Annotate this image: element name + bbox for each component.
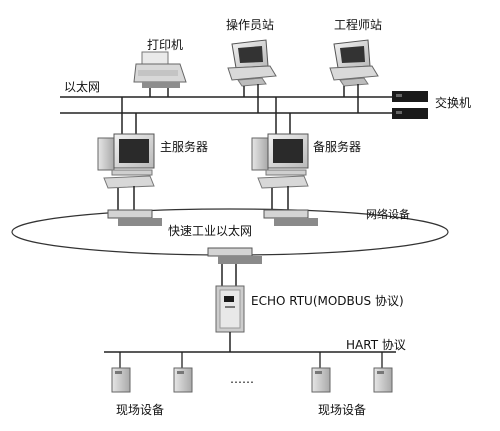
engineer-station-label: 工程师站 bbox=[334, 18, 383, 32]
field-device-icon-2 bbox=[173, 367, 193, 393]
network-device-icon-left bbox=[107, 209, 162, 226]
switch-icon bbox=[392, 91, 428, 119]
operator-station-label: 操作员站 bbox=[226, 18, 275, 32]
field-device-icon-3 bbox=[311, 367, 331, 393]
rtu-label: ECHO RTU(MODBUS 协议) bbox=[251, 294, 404, 308]
field-device-label-left: 现场设备 bbox=[116, 403, 165, 417]
network-device-icon-center bbox=[207, 247, 262, 264]
ellipsis-label: …… bbox=[230, 372, 254, 386]
field-device-icon-4 bbox=[373, 367, 393, 393]
printer-icon bbox=[133, 51, 187, 97]
main-server-label: 主服务器 bbox=[160, 140, 209, 154]
echo-rtu-icon bbox=[215, 285, 245, 352]
ethernet-label: 以太网 bbox=[64, 80, 101, 94]
engineer-station-icon bbox=[329, 39, 379, 113]
backup-server-label: 备服务器 bbox=[313, 140, 362, 154]
operator-station-icon bbox=[227, 39, 277, 113]
switch-label: 交换机 bbox=[435, 96, 472, 110]
hart-label: HART 协议 bbox=[346, 338, 406, 352]
network-device-icon-right bbox=[263, 209, 318, 226]
printer-label: 打印机 bbox=[147, 38, 184, 52]
fast-industrial-ethernet-label: 快速工业以太网 bbox=[168, 224, 253, 238]
main-server-icon bbox=[97, 97, 155, 210]
network-device-label: 网络设备 bbox=[366, 208, 410, 221]
field-device-label-right: 现场设备 bbox=[318, 403, 367, 417]
backup-server-icon bbox=[251, 97, 309, 210]
field-device-icon-1 bbox=[111, 367, 131, 393]
